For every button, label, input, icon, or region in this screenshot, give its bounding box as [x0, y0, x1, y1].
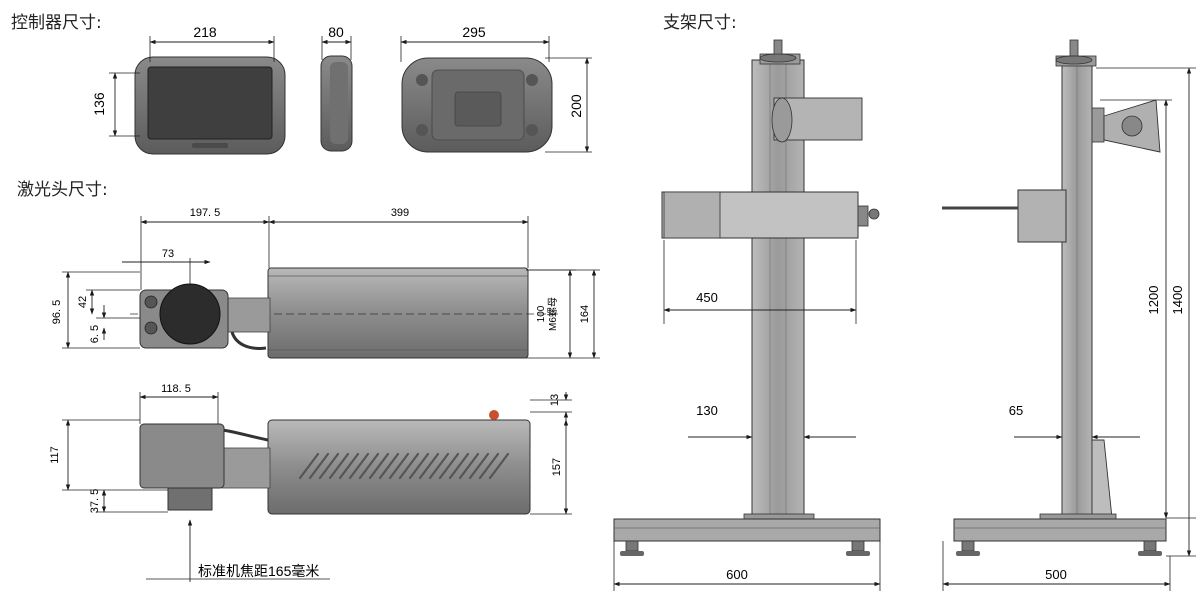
stand-side-dimensions	[942, 67, 1196, 591]
dim-stand-base-side: 500	[1045, 567, 1067, 582]
dim-controller-back-width: 295	[462, 24, 486, 40]
dim-stand-height-1400: 1400	[1170, 286, 1185, 315]
laser-head-top-dimensions	[62, 216, 600, 359]
laser-head-top-view	[130, 267, 560, 359]
heading-stand-size: 支架尺寸:	[663, 13, 737, 33]
dim-head-side-117: 117	[49, 446, 61, 464]
dim-head-front-length: 197. 5	[190, 207, 221, 219]
dim-head-top-height: 96. 5	[51, 300, 63, 324]
controller-back-view	[400, 36, 592, 153]
dim-controller-height: 136	[91, 92, 107, 116]
dim-stand-column-front: 130	[696, 403, 718, 418]
dim-head-top-6-5: 6. 5	[89, 325, 101, 343]
stand-front-view	[613, 39, 881, 556]
dim-head-side-front: 118. 5	[161, 383, 191, 395]
dim-stand-height-1200: 1200	[1146, 286, 1161, 315]
dim-stand-column-side: 65	[1009, 403, 1023, 418]
note-focal-length: 标准机焦距165毫米	[198, 563, 319, 579]
dim-head-top-42: 42	[77, 296, 89, 308]
laser-head-side-dimensions	[62, 392, 572, 582]
dim-head-side-knob: 13	[549, 394, 561, 406]
vent-slots	[298, 452, 510, 480]
dim-stand-arm-reach: 450	[696, 290, 718, 305]
dim-stand-base-front: 600	[726, 567, 748, 582]
stand-side-view	[942, 39, 1167, 556]
controller-dimensions	[109, 36, 275, 137]
dim-controller-depth: 80	[328, 24, 344, 40]
dim-head-top-100: 100	[536, 305, 547, 322]
dim-head-body-length: 399	[391, 207, 409, 219]
heading-laser-head-size: 激光头尺寸:	[17, 180, 108, 200]
dim-controller-back-height: 200	[568, 94, 584, 118]
controller-front-view	[134, 56, 286, 155]
dim-controller-width: 218	[193, 24, 217, 40]
controller-side-view	[320, 36, 353, 152]
dim-head-lens-offset: 73	[162, 248, 174, 260]
dim-head-side-157: 157	[551, 458, 563, 476]
dim-head-side-37-5: 37. 5	[89, 489, 101, 513]
note-m6-nut: M6螺母	[547, 297, 559, 331]
laser-head-side-view	[139, 410, 531, 515]
dim-head-top-164: 164	[579, 305, 591, 323]
status-knob	[489, 410, 499, 420]
heading-controller-size: 控制器尺寸:	[11, 13, 102, 33]
stand-front-dimensions	[613, 240, 881, 591]
